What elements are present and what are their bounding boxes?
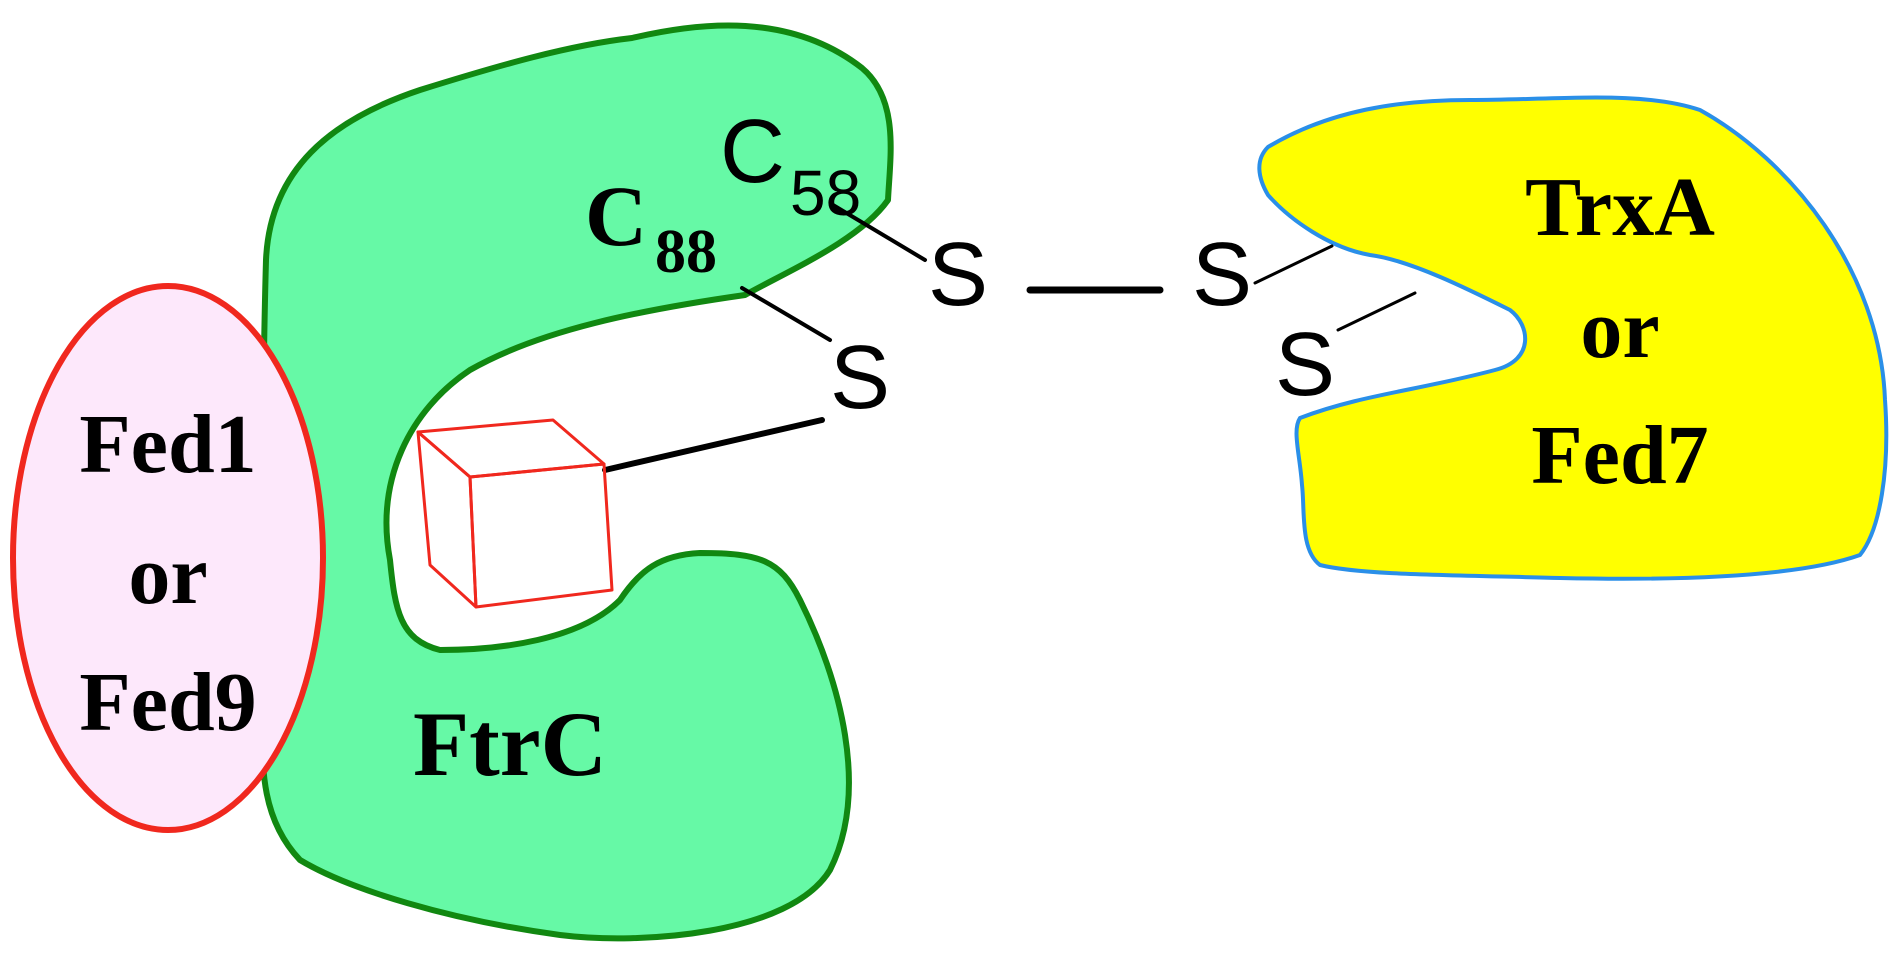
c58-letter: C (720, 102, 785, 202)
trx-label-line3: Fed7 (1531, 409, 1708, 502)
c58-subscript: 58 (790, 157, 861, 229)
bond-trx-s-lower (1336, 291, 1417, 332)
trx-label-line2: or (1580, 283, 1659, 376)
bond-s-cluster (602, 417, 825, 473)
fe-s-cluster-cube-icon (416, 418, 614, 609)
sulfur-trx-upper: S (1192, 225, 1252, 325)
fed-label-line2: or (128, 529, 207, 622)
sulfur-ftrc-c58: S (928, 225, 988, 325)
sulfur-trx-lower: S (1275, 315, 1335, 415)
fed-ellipse (10, 283, 326, 833)
bond-lines (602, 203, 1417, 473)
sulfur-ftrc-c88: S (830, 328, 890, 428)
c88-letter: C (585, 168, 647, 264)
fed-label-line3: Fed9 (79, 656, 256, 749)
trx-protein-shape (1257, 95, 1889, 581)
c88-subscript: 88 (655, 218, 717, 286)
bond-c58-s (831, 203, 927, 262)
trx-label-line1: TrxA (1525, 161, 1715, 254)
bond-c88-s (740, 286, 832, 342)
bond-trx-s-upper (1253, 244, 1334, 285)
ftrc-label: FtrC (413, 693, 607, 795)
fed-label-line1: Fed1 (79, 398, 256, 491)
